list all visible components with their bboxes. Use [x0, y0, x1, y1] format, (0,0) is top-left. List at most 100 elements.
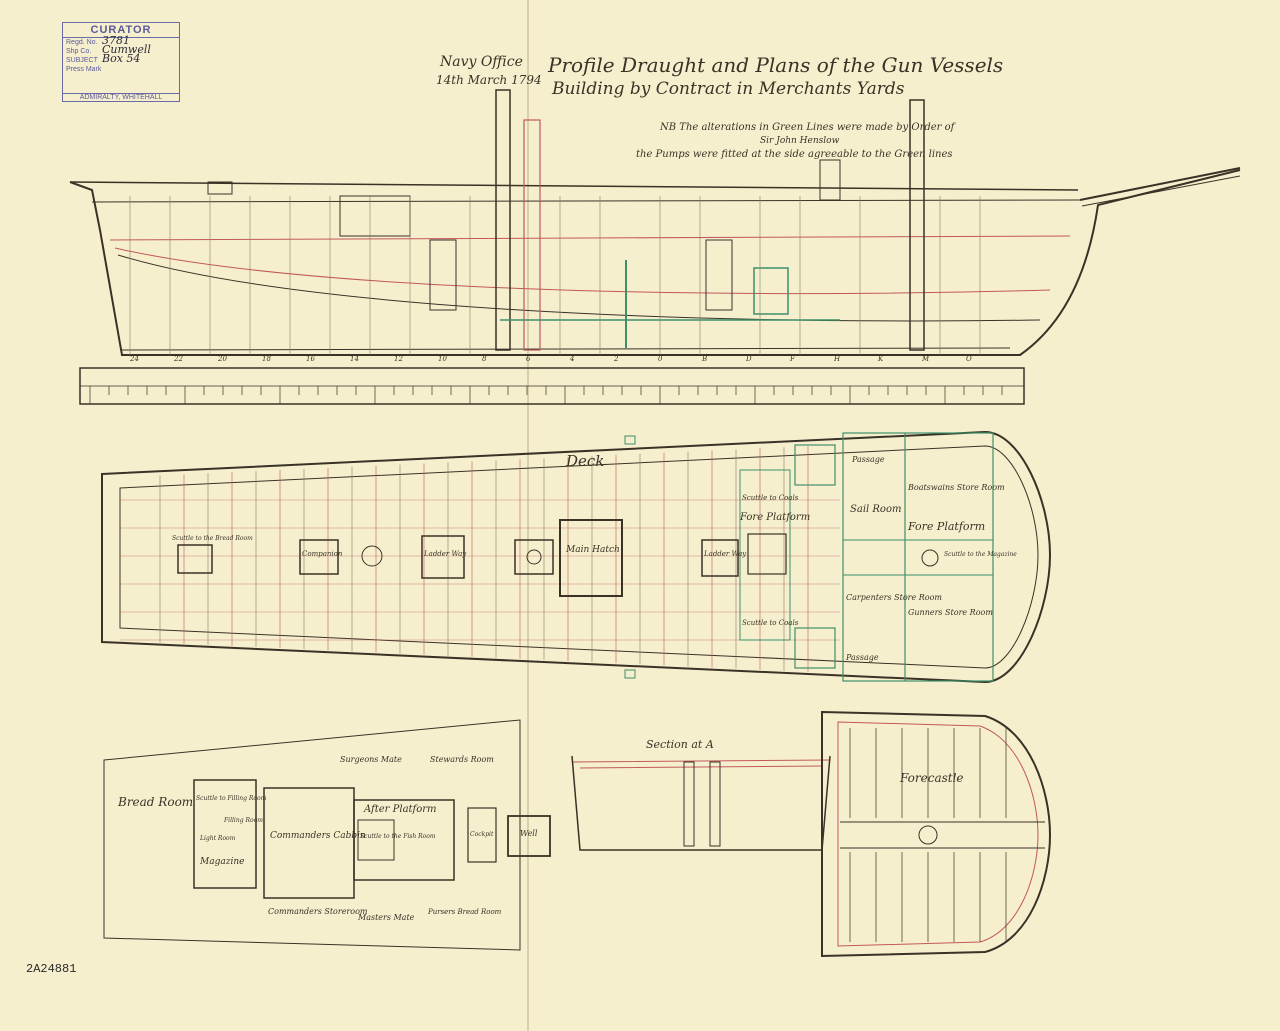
well-box: [507, 815, 551, 857]
commanders-cabin-box: [263, 787, 355, 899]
forecastle-inner-red: [837, 721, 1039, 947]
gun-aft: [207, 181, 233, 195]
station-mark: 6: [526, 355, 531, 363]
note-line-3: the Pumps were fitted at the side agreea…: [636, 149, 953, 160]
after-platform-label: After Platform: [363, 804, 437, 815]
station-mark: K: [877, 355, 884, 363]
magazine-label: Magazine: [199, 857, 244, 867]
scuttle-fish-label: Scuttle to the Fish Room: [360, 833, 436, 840]
ladder-way-aft-box: [421, 535, 465, 579]
deck-plan: Deck Main Hatch Companion Ladder Way Lad…: [101, 430, 1052, 684]
scuttle-magazine-label: Scuttle to the Magazine: [944, 551, 1017, 558]
fore-mast: [909, 99, 925, 351]
main-mast: [495, 89, 511, 351]
bowsprit-lower: [1081, 175, 1241, 207]
fore-partner: [747, 533, 787, 575]
catalog-number: 2A24881: [26, 962, 77, 976]
passage-top-box: [794, 444, 836, 486]
station-mark: F: [789, 355, 796, 363]
title-line-1: Profile Draught and Plans of the Gun Ves…: [547, 53, 1003, 77]
title-line-2: Building by Contract in Merchants Yards: [551, 79, 905, 99]
station-mark: O: [966, 355, 972, 363]
scale-ticks: [89, 386, 1003, 404]
coals-area: [739, 469, 791, 641]
bread-scuttle-box: [177, 544, 213, 574]
cockpit-label: Cockpit: [470, 831, 494, 838]
station-mark: H: [833, 355, 841, 363]
companion-block: [339, 195, 411, 237]
main-hatch-label: Main Hatch: [565, 545, 620, 555]
ladder-way-aft-label: Ladder Way: [423, 550, 467, 558]
main-hatch-box: [559, 519, 623, 597]
forecastle-outline: [821, 710, 1052, 958]
sail-room-label: Sail Room: [850, 504, 901, 515]
after-platform-plan: Bread Room Magazine Filling Room Scuttle…: [103, 719, 551, 951]
bread-room-box: [193, 779, 257, 889]
capstan-aft: [361, 545, 383, 567]
deck-line: [91, 199, 1081, 203]
deck-outline: [101, 430, 1052, 684]
commanders-storeroom-label: Commanders Storeroom: [268, 907, 368, 916]
main-mast-hole: [526, 549, 542, 565]
note-line-1: NB The alterations in Green Lines were m…: [659, 122, 957, 133]
curator-stamp: CURATOR Regd. No.3781 Shp Co.Cumwell SUB…: [62, 22, 180, 102]
carpenters-label: Carpenters Store Room: [846, 593, 942, 602]
fore-platform-left-label: Fore Platform: [739, 512, 810, 523]
station-mark: 12: [394, 355, 403, 363]
after-platform-box: [353, 799, 455, 881]
note-line-2: Sir John Henslow: [760, 136, 840, 146]
stamp-row: Shp Co.Cumwell: [66, 43, 151, 56]
forecastle-mast-hole: [918, 825, 938, 845]
passage-bottom-label: Passage: [845, 653, 879, 662]
scuttle-coals-top-label: Scuttle to Coals: [742, 494, 799, 502]
companion-label: Companion: [302, 550, 343, 558]
pump-bottom: [624, 669, 636, 679]
station-mark: 24: [129, 355, 139, 363]
station-ticks: [129, 196, 981, 355]
scuttle-filling-label: Scuttle to Filling Room: [196, 795, 267, 802]
forecastle-planks: [849, 728, 1007, 942]
fore-cabins-green: [842, 432, 994, 682]
section-label: Section at A: [646, 738, 714, 751]
stamp-row: Press Mark: [66, 66, 102, 73]
keel-line: [121, 347, 1011, 351]
deck-inner: [119, 445, 1039, 669]
masters-mate-label: Masters Mate: [357, 913, 415, 922]
date-text: 14th March 1794: [436, 73, 542, 87]
station-mark: 0: [658, 355, 663, 363]
hull-outline: [69, 169, 1241, 356]
passage-bottom-box: [794, 627, 836, 669]
stamp-row: Regd. No.3781: [66, 34, 130, 47]
deck-planks: [120, 446, 840, 672]
stamp-title: CURATOR: [63, 23, 179, 38]
station-mark: 18: [262, 355, 271, 363]
surgeons-mate-label: Surgeons Mate: [340, 755, 402, 764]
fore-mast-hole: [921, 549, 939, 567]
station-mark: 4: [569, 355, 574, 363]
keel-curve: [117, 254, 1041, 322]
forecastle-label: Forecastle: [899, 771, 964, 785]
scuttle-coals-bottom-label: Scuttle to Coals: [742, 619, 799, 627]
aft-ladder: [429, 239, 457, 311]
purser-label: Pursers Bread Room: [427, 908, 502, 916]
scuttle-bread-label: Scuttle to the Bread Room: [172, 535, 253, 542]
station-mark: 20: [217, 355, 227, 363]
filling-room-label: Filling Room: [223, 817, 263, 824]
section-post-right: [709, 761, 721, 847]
deck-label: Deck: [565, 452, 604, 470]
main-mast-red: [523, 119, 541, 351]
station-mark: 16: [306, 355, 315, 363]
boatswain-label: Boatswains Store Room: [907, 483, 1005, 492]
stamp-footer: ADMIRALTY, WHITEHALL: [63, 93, 179, 101]
rail-line: [69, 181, 1079, 191]
ladder-way-fore-box: [701, 539, 739, 577]
fore-platform-right-label: Fore Platform: [907, 520, 985, 533]
pump-green: [753, 267, 789, 315]
station-mark: 10: [438, 355, 447, 363]
platform-outline: [103, 719, 521, 951]
station-mark: D: [745, 355, 752, 363]
